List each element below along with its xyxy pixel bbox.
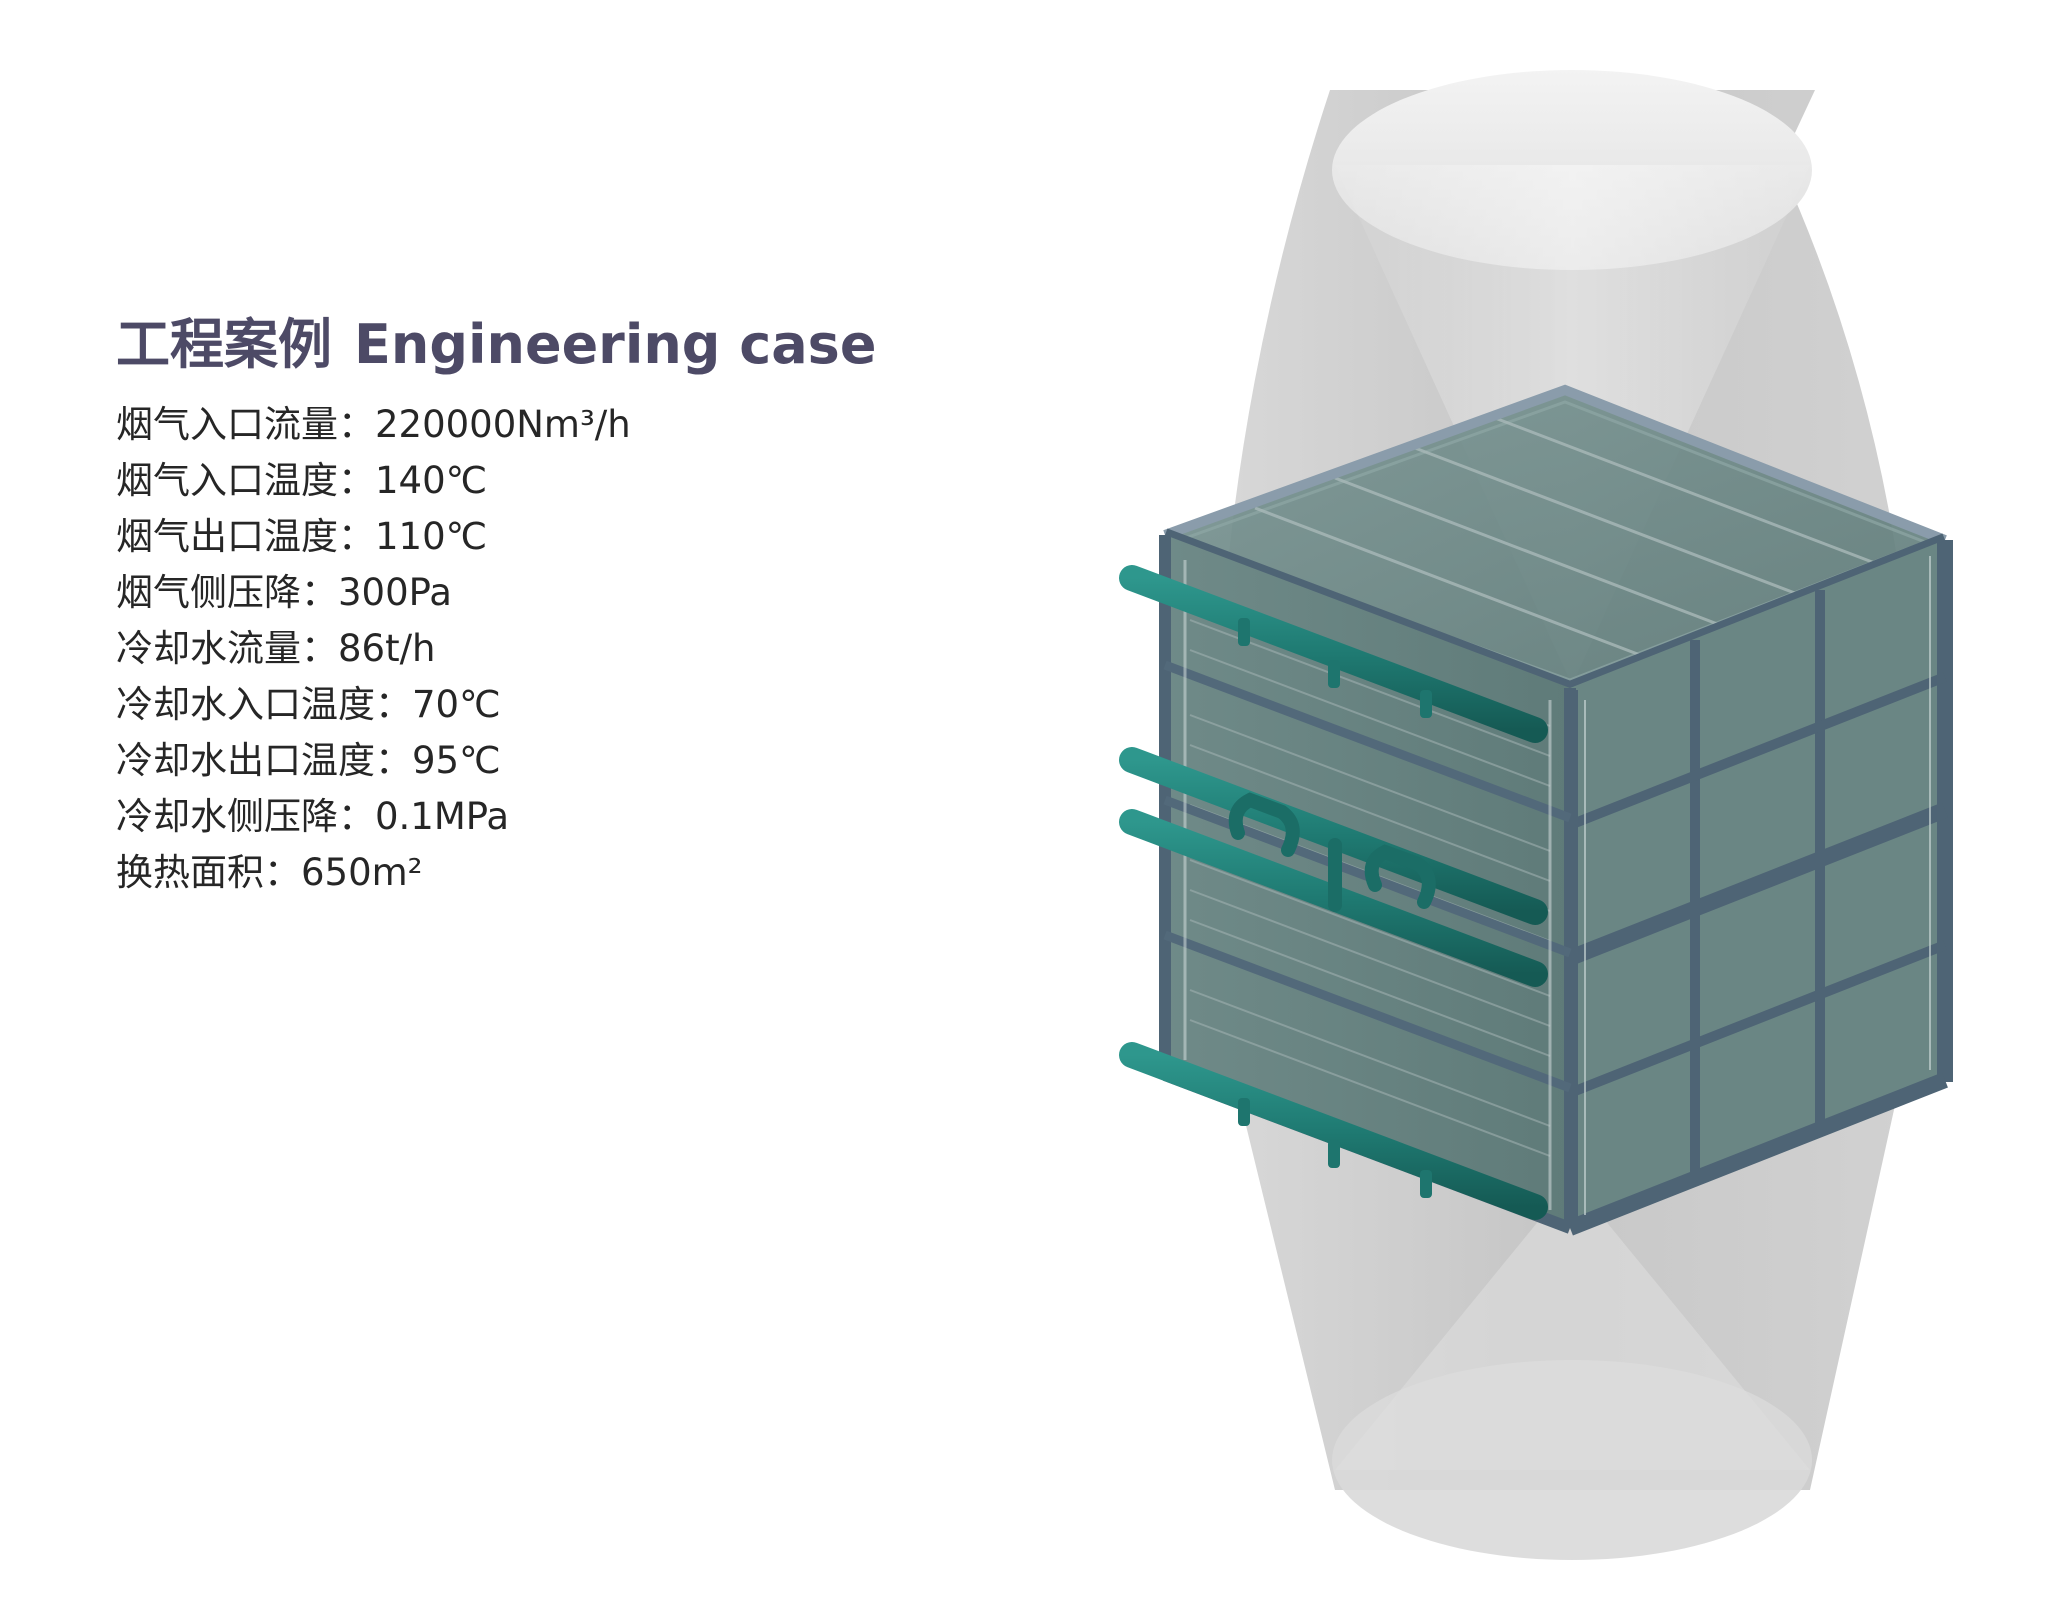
spec-separator: ：: [338, 795, 375, 838]
heat-exchanger-icon: [1119, 70, 1953, 1560]
spec-value: 110℃: [375, 515, 488, 558]
spec-separator: ：: [338, 515, 375, 558]
spec-item: 冷却水侧压降：0.1MPa: [116, 789, 631, 845]
spec-label: 换热面积: [116, 851, 264, 894]
spec-separator: ：: [375, 739, 412, 782]
spec-separator: ：: [338, 403, 375, 446]
spec-value: 0.1MPa: [375, 795, 510, 838]
spec-label: 烟气出口温度: [116, 515, 338, 558]
spec-item: 烟气出口温度：110℃: [116, 509, 631, 565]
page-title: 工程案例 Engineering case: [116, 305, 876, 385]
title-en: Engineering case: [354, 313, 877, 376]
spec-item: 烟气入口温度：140℃: [116, 453, 631, 509]
spec-value: 300Pa: [338, 571, 452, 614]
spec-item: 冷却水入口温度：70℃: [116, 677, 631, 733]
title-zh: 工程案例: [116, 313, 332, 376]
spec-separator: ：: [338, 459, 375, 502]
spec-list: 烟气入口流量：220000Nm³/h 烟气入口温度：140℃ 烟气出口温度：11…: [116, 397, 631, 901]
spec-separator: ：: [301, 571, 338, 614]
spec-value: 70℃: [412, 683, 501, 726]
spec-separator: ：: [264, 851, 301, 894]
spec-value: 140℃: [375, 459, 488, 502]
spec-label: 冷却水侧压降: [116, 795, 338, 838]
spec-item: 烟气入口流量：220000Nm³/h: [116, 397, 631, 453]
spec-item: 换热面积：650m²: [116, 845, 631, 901]
spec-item: 烟气侧压降：300Pa: [116, 565, 631, 621]
spec-value: 95℃: [412, 739, 501, 782]
spec-label: 冷却水出口温度: [116, 739, 375, 782]
spec-label: 烟气侧压降: [116, 571, 301, 614]
spec-label: 烟气入口温度: [116, 459, 338, 502]
spec-separator: ：: [375, 683, 412, 726]
spec-value: 220000Nm³/h: [375, 403, 631, 446]
spec-item: 冷却水出口温度：95℃: [116, 733, 631, 789]
spec-separator: ：: [301, 627, 338, 670]
spec-label: 烟气入口流量: [116, 403, 338, 446]
spec-label: 冷却水入口温度: [116, 683, 375, 726]
spec-value: 650m²: [301, 851, 423, 894]
spec-label: 冷却水流量: [116, 627, 301, 670]
spec-value: 86t/h: [338, 627, 436, 670]
spec-item: 冷却水流量：86t/h: [116, 621, 631, 677]
